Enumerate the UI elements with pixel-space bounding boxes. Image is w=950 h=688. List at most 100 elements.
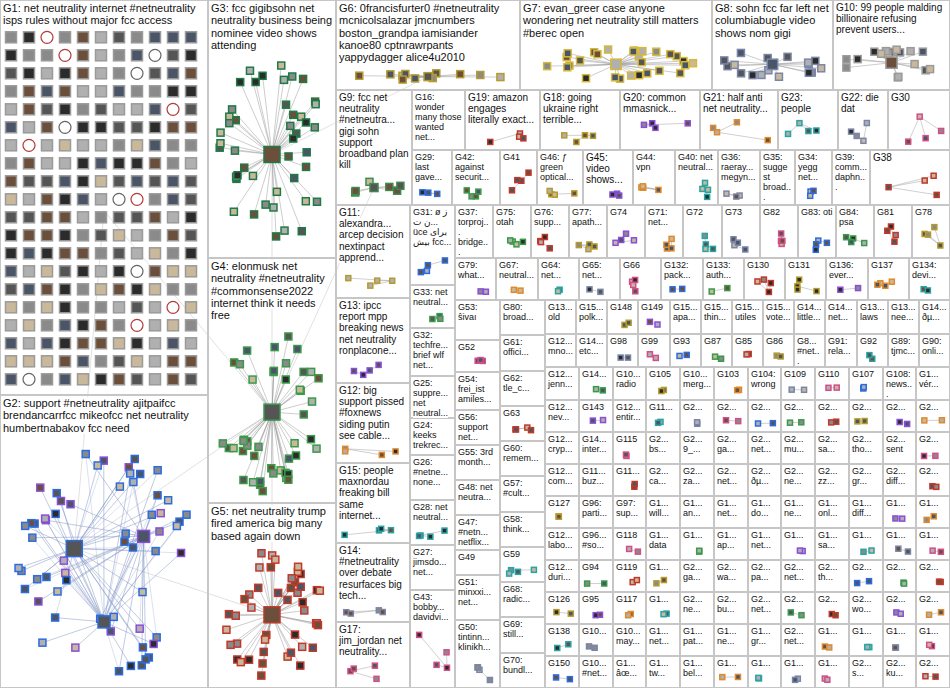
label-row: G137 bbox=[871, 260, 906, 270]
label-row: G1... bbox=[886, 498, 913, 508]
group-label: G79: what... bbox=[458, 260, 485, 280]
vertex-image bbox=[142, 656, 149, 663]
vertex-image bbox=[272, 556, 279, 563]
vertex-image bbox=[24, 212, 35, 223]
vertex-image bbox=[294, 346, 301, 353]
vertex-ring bbox=[131, 67, 143, 79]
label-row: G1... bbox=[919, 530, 947, 540]
group-label: G11: alexandra... arcep decision nextinp… bbox=[339, 207, 403, 263]
vertex-image bbox=[293, 452, 300, 459]
label-row: G14... etc... bbox=[579, 336, 604, 356]
vertex-image bbox=[96, 140, 107, 151]
label-row: G4: elonmusk net neutrality #netneutrali… bbox=[211, 260, 333, 322]
vertex-image bbox=[60, 86, 71, 97]
label-row: G1: net neutrality internet #netneutrali… bbox=[3, 2, 205, 27]
vertex-image bbox=[290, 135, 297, 142]
group-panel: G7: evan_greer case anyone wondering net… bbox=[520, 0, 712, 90]
vertex-image bbox=[114, 374, 125, 385]
vertex-image bbox=[602, 581, 607, 586]
label-row: G1... onl... bbox=[818, 498, 846, 518]
group-panel: G1... bbox=[849, 528, 883, 560]
vertex-link bbox=[846, 59, 891, 62]
group-label: G61: offici... bbox=[503, 337, 529, 357]
vertex-image bbox=[114, 140, 125, 151]
label-row: G8... #net... bbox=[797, 336, 822, 366]
label-row: G2... net... bbox=[751, 594, 778, 614]
group-panel: G2... tho... bbox=[849, 432, 883, 464]
vertex-image bbox=[150, 32, 161, 43]
vertex-image bbox=[417, 533, 422, 538]
vertex-link bbox=[345, 449, 382, 455]
vertex-image bbox=[894, 74, 901, 81]
vertex-image bbox=[132, 176, 143, 187]
group-panel: G1... bbox=[916, 496, 950, 528]
vertex-image bbox=[264, 146, 280, 162]
vertex-image bbox=[114, 32, 125, 43]
group-label: G1... bbox=[886, 498, 906, 508]
label-row: G118 bbox=[616, 530, 643, 540]
vertex-link bbox=[351, 610, 379, 613]
vertex-image bbox=[232, 612, 239, 619]
group-label: G2... bbox=[852, 562, 872, 572]
group-panel: G14: #netneutrality over debate resurfac… bbox=[336, 543, 410, 622]
group-label: G12... cryp... bbox=[548, 434, 573, 454]
vertex-image bbox=[682, 62, 689, 69]
group-panel: G63 bbox=[500, 406, 545, 441]
vertex-image bbox=[132, 104, 143, 115]
vertex-image bbox=[42, 86, 53, 97]
vertex-image bbox=[249, 376, 256, 383]
vertex-image bbox=[624, 231, 629, 236]
label-row: G83: oti bbox=[801, 207, 833, 217]
vertex-image bbox=[42, 266, 53, 277]
group-label: G2... net... bbox=[751, 594, 771, 614]
vertex-image bbox=[705, 187, 710, 192]
vertex-image bbox=[6, 140, 17, 151]
vertex-image bbox=[21, 586, 28, 593]
label-row: G9: fcc net neutrality #netneutra... gig… bbox=[339, 92, 409, 170]
label-row: G13... laws bbox=[860, 302, 885, 322]
group-label: G2... bbox=[751, 402, 771, 412]
label-row: G2... bbox=[886, 402, 913, 412]
vertex-link bbox=[889, 181, 925, 188]
group-label: G78 bbox=[915, 207, 932, 217]
group-label: G94 bbox=[582, 562, 599, 572]
vertex-image bbox=[42, 212, 53, 223]
group-panel: G89: tjmc... bbox=[888, 334, 919, 367]
vertex-image bbox=[6, 284, 17, 295]
group-panel: G66 bbox=[620, 258, 661, 300]
vertex-image bbox=[348, 611, 353, 616]
group-label: G51: minxxi... net... bbox=[458, 577, 491, 607]
vertex-image bbox=[886, 185, 891, 190]
vertex-image bbox=[186, 86, 197, 97]
vertex-image bbox=[42, 230, 53, 241]
group-panel: G1... ap... bbox=[714, 528, 748, 560]
vertex-image bbox=[647, 352, 652, 357]
group-label: G2... za... bbox=[683, 466, 703, 486]
vertex-image bbox=[299, 599, 306, 606]
label-row: G87 bbox=[704, 336, 729, 346]
vertex-image bbox=[114, 284, 125, 295]
vertex-image bbox=[6, 320, 17, 331]
vertex-image bbox=[54, 588, 61, 595]
group-panel: G15: people maxnordau freaking bill same… bbox=[336, 463, 410, 543]
group-panel: G12... mno... bbox=[545, 334, 576, 367]
label-row: G50: tintinn... klinikh... bbox=[458, 622, 497, 652]
group-label: G1: net neutrality internet #netneutrali… bbox=[3, 2, 196, 26]
label-row: G110 bbox=[818, 369, 846, 379]
vertex-image bbox=[849, 240, 854, 245]
group-panel: G67: neutral... bbox=[496, 258, 538, 300]
group-label: G134: devi... bbox=[912, 260, 937, 280]
group-panel: G34: yegg net... bbox=[795, 150, 832, 205]
group-label: G2... bbox=[818, 594, 838, 604]
label-row: G127 bbox=[548, 498, 576, 508]
label-row: G2... wa... bbox=[717, 562, 745, 582]
vertex-image bbox=[78, 86, 89, 97]
vertex-image bbox=[397, 182, 404, 189]
vertex-links bbox=[19, 50, 942, 680]
group-label: G2... ne... bbox=[683, 594, 703, 614]
group-panel: G12... labo... bbox=[545, 528, 579, 560]
label-row: G5: net neutrality trump fired america b… bbox=[211, 505, 333, 542]
label-row: G126 bbox=[548, 594, 576, 604]
label-row: G130 bbox=[747, 260, 782, 270]
group-panel: G2... mu... bbox=[781, 432, 815, 464]
